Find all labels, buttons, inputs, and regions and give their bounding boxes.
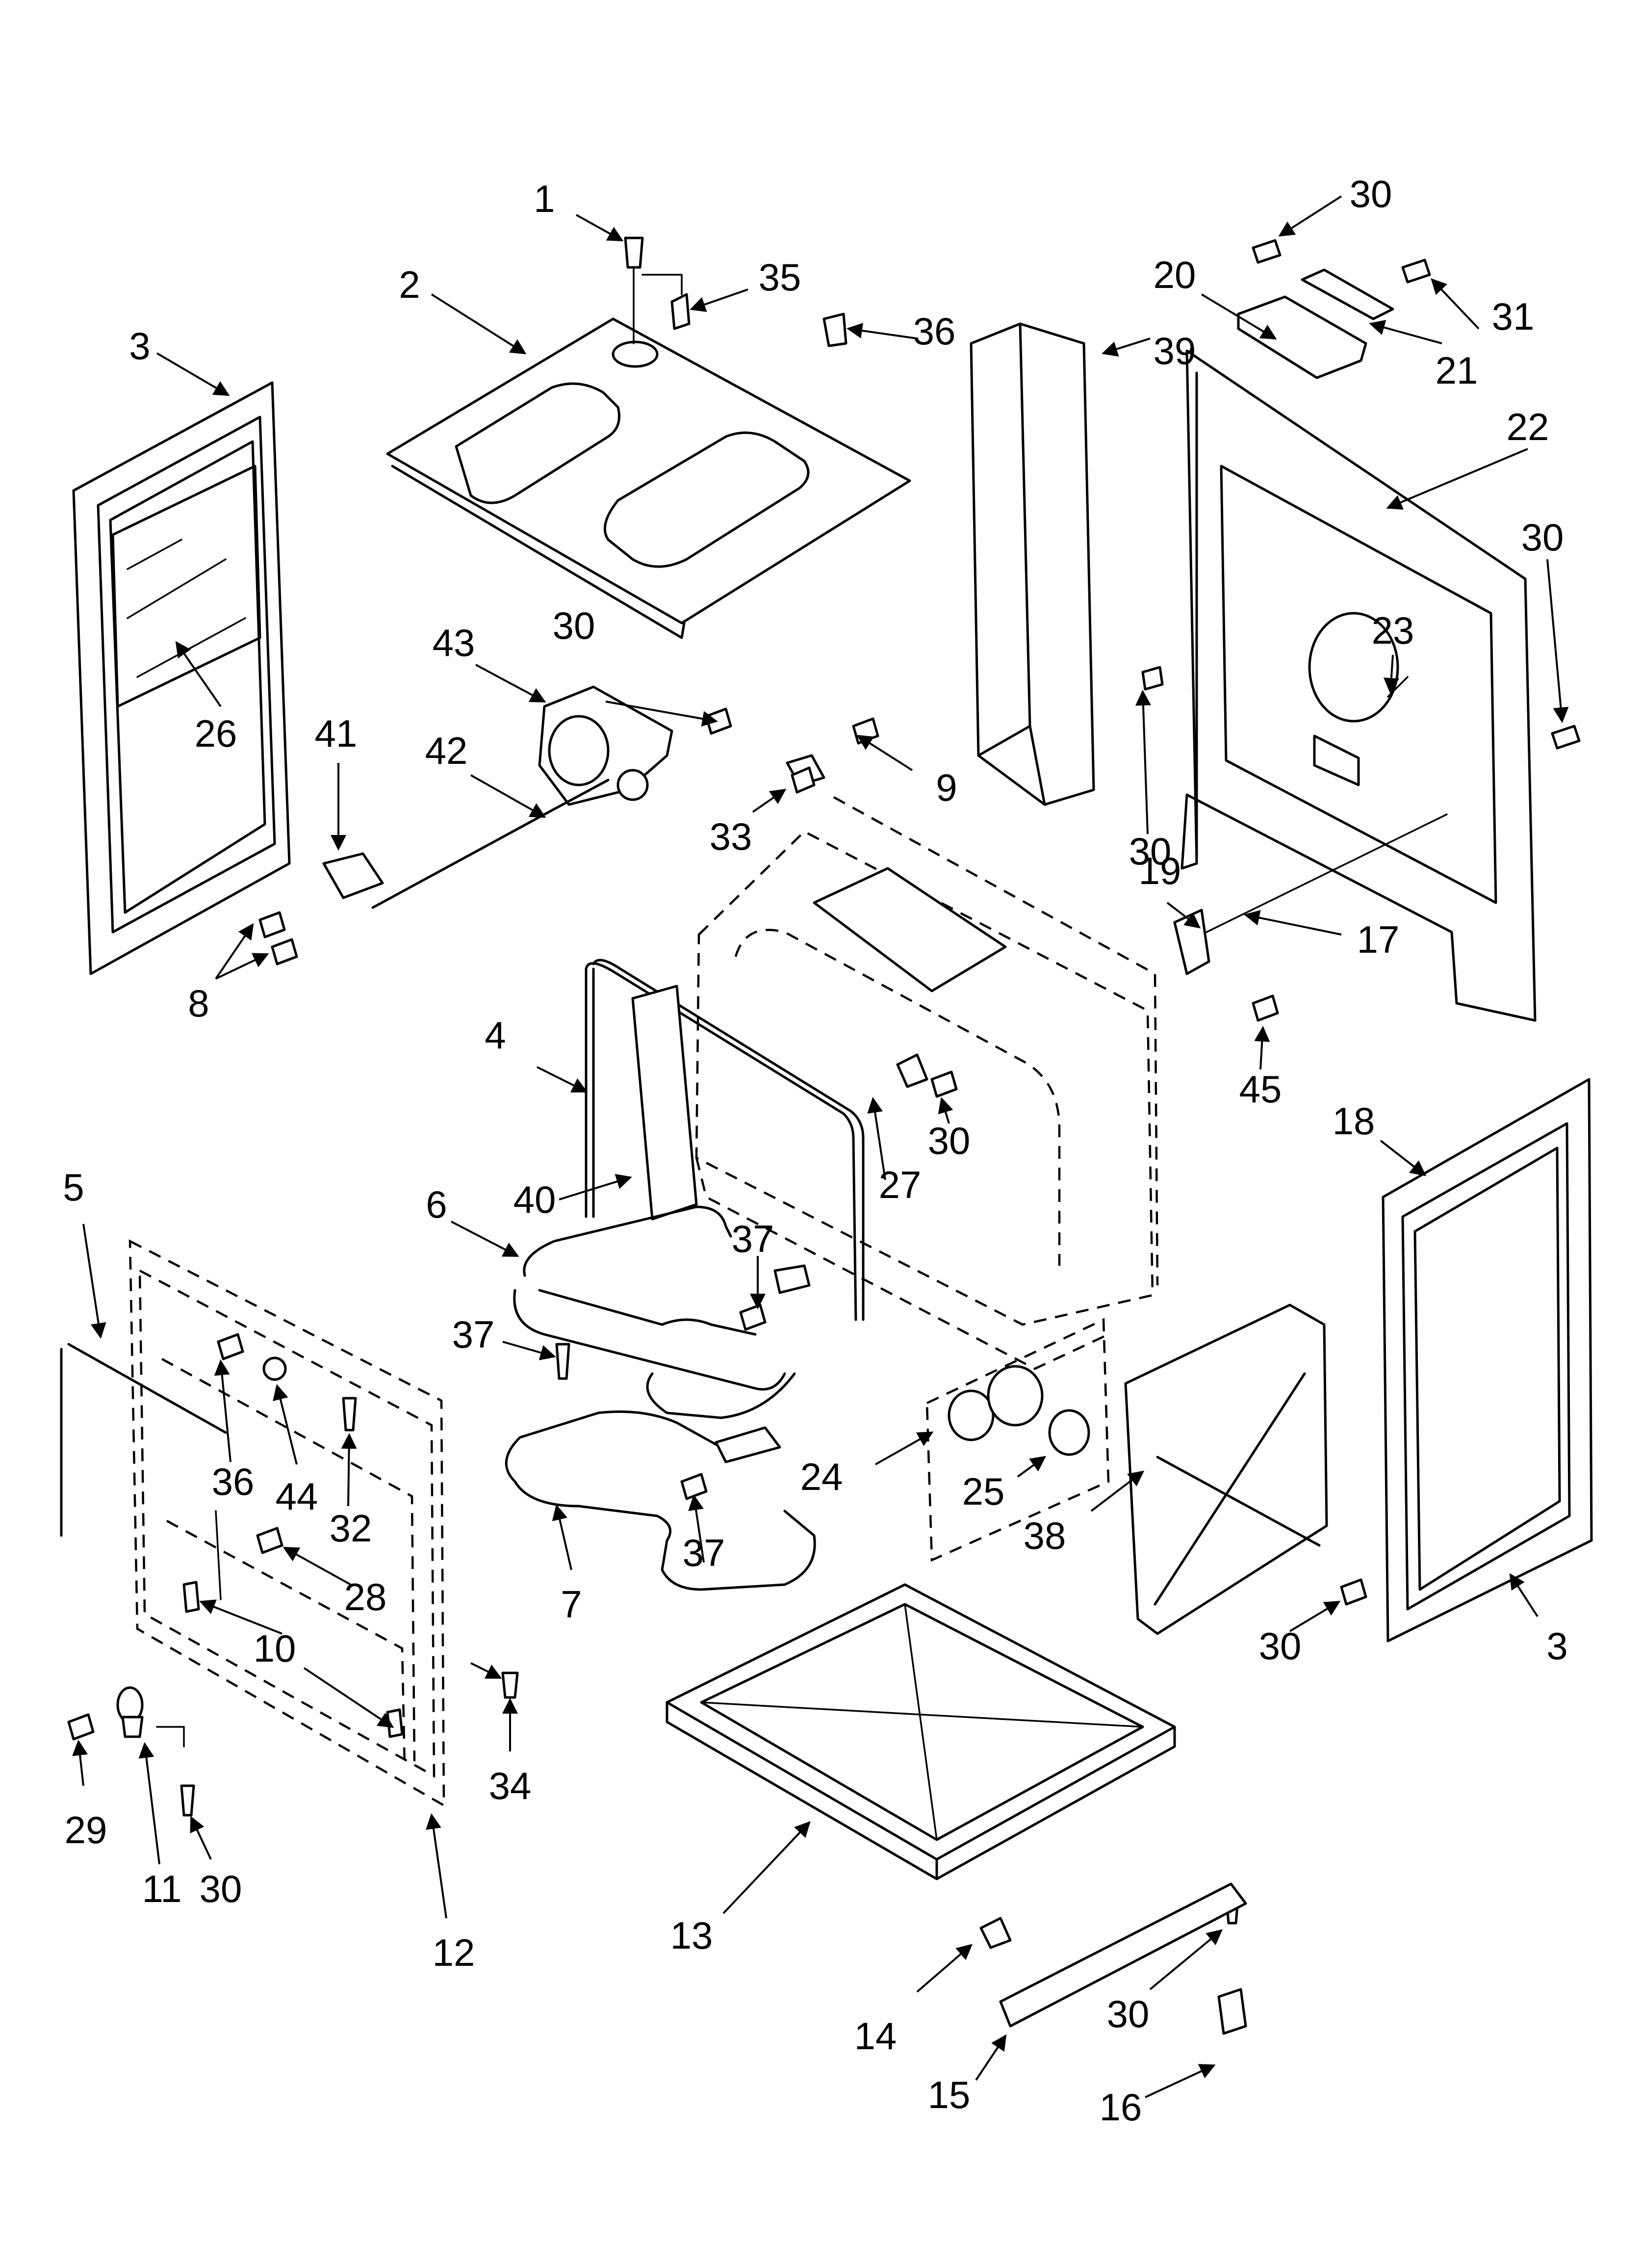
callout-2: 2 <box>399 263 420 306</box>
callout-30-c: 30 <box>553 604 595 647</box>
callout-28: 28 <box>344 1575 387 1618</box>
wire-cover <box>1124 1303 1328 1635</box>
callout-12: 12 <box>433 1931 475 1974</box>
callout-18: 18 <box>1333 1099 1375 1143</box>
callout-45: 45 <box>1239 1068 1282 1111</box>
callout-5: 5 <box>63 1166 84 1209</box>
callout-37-a: 37 <box>732 1217 774 1260</box>
callout-30-f: 30 <box>1259 1624 1302 1668</box>
callout-13: 13 <box>670 1914 713 1957</box>
callout-37-c: 37 <box>683 1531 725 1574</box>
callout-7: 7 <box>561 1583 582 1626</box>
callout-16: 16 <box>1100 2086 1142 2129</box>
hinge-screws <box>116 1686 185 1747</box>
callout-11: 11 <box>142 1867 182 1910</box>
callout-14: 14 <box>854 2014 897 2058</box>
callout-31: 31 <box>1492 295 1535 338</box>
callout-30-g: 30 <box>200 1867 242 1910</box>
side-bracket <box>631 985 698 1221</box>
oven-bottom-panel <box>666 1583 1176 1880</box>
callout-30-h: 30 <box>1107 1992 1150 2035</box>
callout-20: 20 <box>1154 253 1196 296</box>
oven-lamp-assembly <box>925 1318 1110 1562</box>
callout-34: 34 <box>489 1764 532 1807</box>
rear-panel <box>1180 349 1537 1022</box>
callout-43: 43 <box>433 621 475 664</box>
callout-labels: 1 2 3 26 35 36 39 30 20 31 21 22 30 23 3… <box>63 172 1567 2129</box>
callout-leaders <box>72 195 1569 2098</box>
callout-30-b: 30 <box>1521 516 1564 559</box>
callout-3-right: 3 <box>1546 1624 1567 1668</box>
callout-10: 10 <box>254 1627 296 1670</box>
oven-door-gasket <box>585 959 865 1321</box>
thermostat-assembly <box>322 685 825 909</box>
callout-35: 35 <box>759 256 801 299</box>
top-screw <box>624 236 683 344</box>
callout-6: 6 <box>426 1183 447 1226</box>
callout-19: 19 <box>1139 849 1181 892</box>
callout-24: 24 <box>800 1455 843 1498</box>
callout-8: 8 <box>188 982 209 1025</box>
callout-27: 27 <box>879 1163 922 1206</box>
callout-22: 22 <box>1507 405 1549 448</box>
vent-duct <box>970 322 1095 806</box>
oven-cavity <box>695 796 1159 1370</box>
callout-39: 39 <box>1154 329 1196 372</box>
parts-layer <box>60 236 1593 2035</box>
callout-9: 33 <box>710 815 752 858</box>
brackets <box>1237 268 1394 379</box>
bake-element <box>505 1410 816 1591</box>
callout-3-left: 3 <box>129 324 150 367</box>
top-panel <box>386 317 911 639</box>
oven-door <box>60 1239 445 1807</box>
callout-42: 42 <box>425 729 468 772</box>
callout-29: 29 <box>65 1808 107 1851</box>
left-side-panel <box>72 381 291 975</box>
callout-32: 32 <box>330 1507 372 1550</box>
callout-4: 4 <box>485 1014 506 1057</box>
callout-23: 23 <box>1372 609 1414 652</box>
callout-17: 17 <box>1357 918 1400 961</box>
right-side-panel <box>1382 1078 1593 1642</box>
callout-37-b: 37 <box>452 1313 495 1356</box>
broil-element <box>513 1205 811 1419</box>
callout-25: 25 <box>962 1470 1005 1513</box>
callout-38: 38 <box>1024 1514 1066 1557</box>
callout-44: 44 <box>276 1475 318 1518</box>
leveling-rail <box>979 1882 1247 2035</box>
callout-41: 41 <box>315 712 358 755</box>
callout-1: 1 <box>534 177 555 220</box>
callout-21: 21 <box>1436 349 1478 392</box>
callout-36-door: 36 <box>212 1460 255 1503</box>
callout-40: 40 <box>513 1178 556 1221</box>
callout-36-top: 36 <box>913 310 956 353</box>
callout-30-a: 30 <box>1350 172 1392 215</box>
callout-15: 15 <box>928 2073 971 2116</box>
callout-30-d: 30 <box>1129 830 1172 873</box>
callout-26: 26 <box>195 712 237 755</box>
callout-33: 9 <box>936 766 957 809</box>
callout-30-e: 30 <box>928 1119 971 1162</box>
